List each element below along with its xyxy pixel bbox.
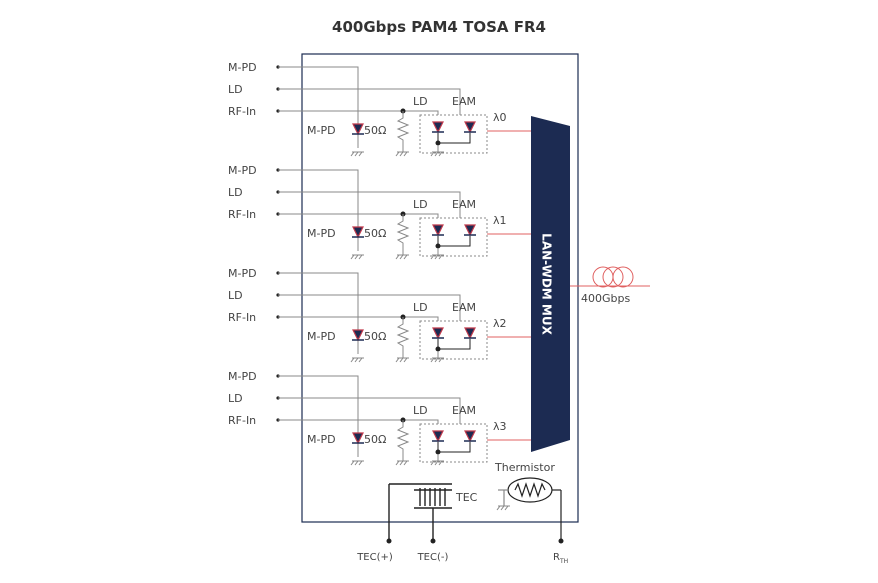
pin-label: RF-In <box>228 414 256 427</box>
mpd-label: M-PD <box>307 227 336 240</box>
pin-dot <box>430 538 436 544</box>
pin-label: LD <box>228 289 243 302</box>
eam-diode-icon <box>464 327 476 340</box>
thermistor-label: Thermistor <box>494 461 555 474</box>
eam-label: EAM <box>452 404 476 417</box>
mux-label: LAN-WDM MUX <box>540 233 554 335</box>
eml-chip <box>419 320 488 360</box>
pin-rth-main: R <box>553 552 560 563</box>
wdm-mux <box>531 116 570 452</box>
eml-chip <box>419 217 488 257</box>
ld-diode-icon <box>432 121 444 134</box>
ld-label: LD <box>413 301 428 314</box>
resistor-icon <box>396 317 410 358</box>
ld-diode-icon <box>432 430 444 443</box>
wavelength-label: λ1 <box>493 214 507 227</box>
eml-chip <box>419 114 488 154</box>
resistor-label: 50Ω <box>364 227 386 240</box>
eam-label: EAM <box>452 198 476 211</box>
ld-label: LD <box>413 198 428 211</box>
ld-diode-icon <box>432 327 444 340</box>
eam-diode-icon <box>464 224 476 237</box>
eam-label: EAM <box>452 301 476 314</box>
eam-label: EAM <box>452 95 476 108</box>
mpd-diode-icon <box>352 329 364 342</box>
pin-label: M-PD <box>228 267 257 280</box>
wavelength-label: λ0 <box>493 111 507 124</box>
mpd-label: M-PD <box>307 124 336 137</box>
pin-label: RF-In <box>228 208 256 221</box>
resistor-icon <box>396 214 410 255</box>
fiber-coil-icon <box>570 266 650 288</box>
pin-label: RF-In <box>228 105 256 118</box>
pin-tec-plus: TEC(+) <box>356 552 393 563</box>
resistor-icon <box>396 111 410 152</box>
pin-rth-sub: TH <box>559 558 568 565</box>
tec-icon <box>388 483 452 541</box>
pin-label: M-PD <box>228 61 257 74</box>
output-label: 400Gbps <box>581 292 630 305</box>
pin-label: LD <box>228 186 243 199</box>
tec-label: TEC <box>455 491 478 504</box>
diagram-title: 400Gbps PAM4 TOSA FR4 <box>332 18 546 36</box>
pin-label: LD <box>228 83 243 96</box>
mpd-diode-icon <box>352 226 364 239</box>
wavelength-label: λ3 <box>493 420 507 433</box>
resistor-label: 50Ω <box>364 124 386 137</box>
pin-dot <box>386 538 392 544</box>
pin-rth: RTH <box>553 552 568 565</box>
mpd-label: M-PD <box>307 433 336 446</box>
mpd-diode-icon <box>352 123 364 136</box>
pin-tec-minus: TEC(-) <box>417 552 449 563</box>
resistor-label: 50Ω <box>364 330 386 343</box>
ld-label: LD <box>413 404 428 417</box>
eml-chip <box>419 423 488 463</box>
pin-label: M-PD <box>228 370 257 383</box>
pin-label: M-PD <box>228 164 257 177</box>
pin-label: RF-In <box>228 311 256 324</box>
mpd-label: M-PD <box>307 330 336 343</box>
ld-diode-icon <box>432 224 444 237</box>
pin-dot <box>558 538 564 544</box>
eam-diode-icon <box>464 121 476 134</box>
ld-label: LD <box>413 95 428 108</box>
thermistor-icon <box>498 477 562 541</box>
module-outline <box>301 53 579 523</box>
wavelength-label: λ2 <box>493 317 507 330</box>
resistor-icon <box>396 420 410 461</box>
mpd-diode-icon <box>352 432 364 445</box>
resistor-label: 50Ω <box>364 433 386 446</box>
pin-label: LD <box>228 392 243 405</box>
eam-diode-icon <box>464 430 476 443</box>
